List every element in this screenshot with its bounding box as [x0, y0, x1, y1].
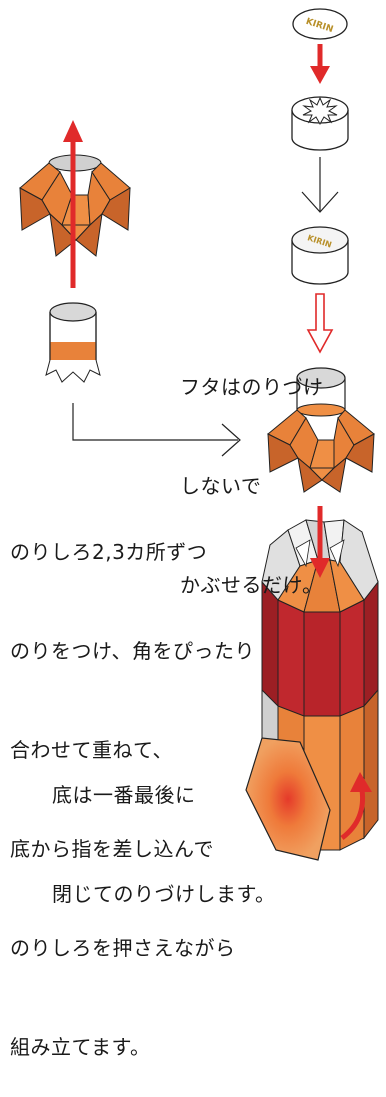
lid-note-line: しないで — [180, 474, 262, 498]
glue-note-line: のりをつけ、角をぴったり — [10, 639, 255, 663]
lid-note-line: フタはのりづけ — [180, 375, 324, 399]
bottom-note-line: 閉じてのりづけします。 — [52, 882, 276, 906]
bottom-note: 底は一番最後に 閉じてのりづけします。 — [52, 713, 276, 944]
red-up-arrow — [63, 120, 83, 288]
assembly-diagram: KIRIN KIRIN — [19, 8, 379, 861]
curved-red-arrow — [340, 772, 372, 840]
glue-note-line: 底から指を差し込んで — [10, 837, 214, 861]
lid-note-line: かぶせるだけ。 — [180, 573, 323, 597]
red-down-arrow-2 — [310, 506, 330, 578]
glue-note-line: 合わせて重ねて、 — [10, 738, 173, 762]
glue-note-line: 組み立てます。 — [10, 1035, 151, 1059]
lid-note: フタはのりづけ しないで かぶせるだけ。 — [180, 305, 324, 635]
glue-note-line: のりしろ2,3カ所ずつ — [10, 540, 208, 564]
base-cup — [45, 302, 101, 383]
bottom-flap — [245, 737, 331, 861]
lid-on-flower — [267, 367, 375, 493]
connector-arrow — [72, 403, 241, 457]
final-box — [261, 519, 379, 851]
starburst-shape — [302, 96, 338, 126]
lid-logo-disc: KIRIN — [292, 8, 348, 40]
bottom-note-line: 底は一番最後に — [52, 783, 196, 807]
lid-cylinder-star — [291, 96, 349, 151]
hollow-red-down-arrow — [306, 293, 334, 354]
flower-cup-top — [19, 154, 131, 257]
lid-cylinder-kirin: KIRIN — [291, 226, 349, 285]
red-down-arrow-1 — [310, 44, 330, 84]
thin-down-arrow — [301, 157, 339, 213]
